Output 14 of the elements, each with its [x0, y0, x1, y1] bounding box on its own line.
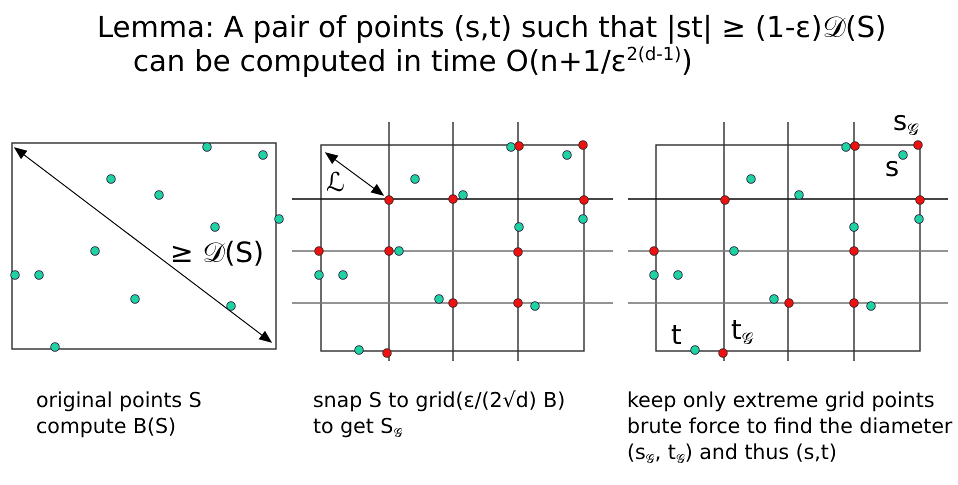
caption: compute B(S): [36, 414, 176, 439]
caption: brute force to find the diameter: [627, 414, 952, 439]
point-label: s$_{𝒢}$: [893, 106, 920, 138]
caption: (s$_{𝒢}$, t$_{𝒢}$) and thus (s,t): [627, 440, 837, 465]
caption: keep only extreme grid points: [627, 388, 935, 413]
point-label: s: [885, 152, 900, 184]
caption: snap S to grid(ε/(2√d) B): [313, 388, 566, 413]
point-label: t$_{𝒢}$: [731, 315, 754, 348]
title: Lemma: A pair of points (s,t) such that |st| ≥ (1-ε)𝒟(S) can be computed in time O(n+1/ε$^{2(d-1)}$): [97, 9, 888, 80]
dimension-label: ℒ: [326, 168, 345, 200]
caption: original points S: [36, 388, 202, 413]
dimension-label: ≥ 𝒟(S): [170, 236, 264, 270]
point-label: t: [671, 320, 682, 352]
caption: to get S$_{𝒢}$: [313, 414, 402, 439]
